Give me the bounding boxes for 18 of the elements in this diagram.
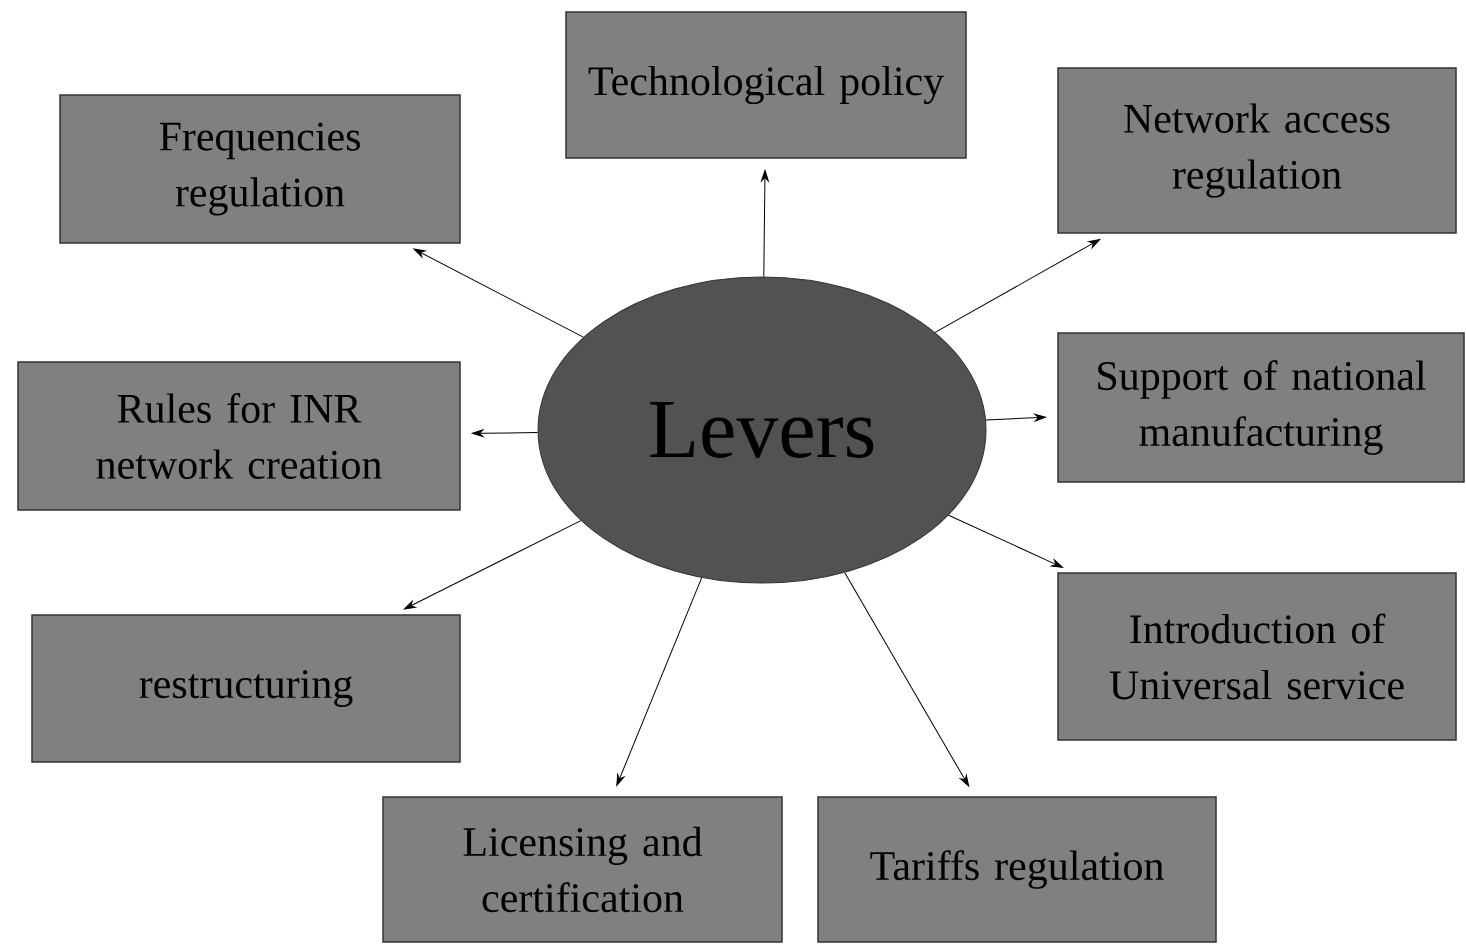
arrow — [403, 520, 582, 610]
arrow — [844, 572, 970, 787]
lever-box: Technological policy — [565, 11, 967, 159]
lever-box: Network access regulation — [1057, 67, 1457, 234]
arrow — [948, 514, 1064, 568]
arrow — [985, 413, 1047, 422]
arrow — [934, 238, 1101, 333]
lever-box: Licensing and certification — [382, 796, 783, 943]
arrow — [471, 429, 539, 438]
lever-box: restructuring — [31, 614, 461, 763]
lever-box: Rules for INR network creation — [17, 361, 461, 511]
arrow — [413, 248, 584, 338]
lever-box: Tariffs regulation — [817, 796, 1217, 943]
lever-box: Introduction of Universal service — [1057, 572, 1457, 741]
arrow — [761, 169, 769, 277]
arrow — [616, 577, 703, 786]
lever-box: Frequencies regulation — [59, 94, 461, 244]
lever-box: Support of national manufacturing — [1057, 332, 1465, 483]
